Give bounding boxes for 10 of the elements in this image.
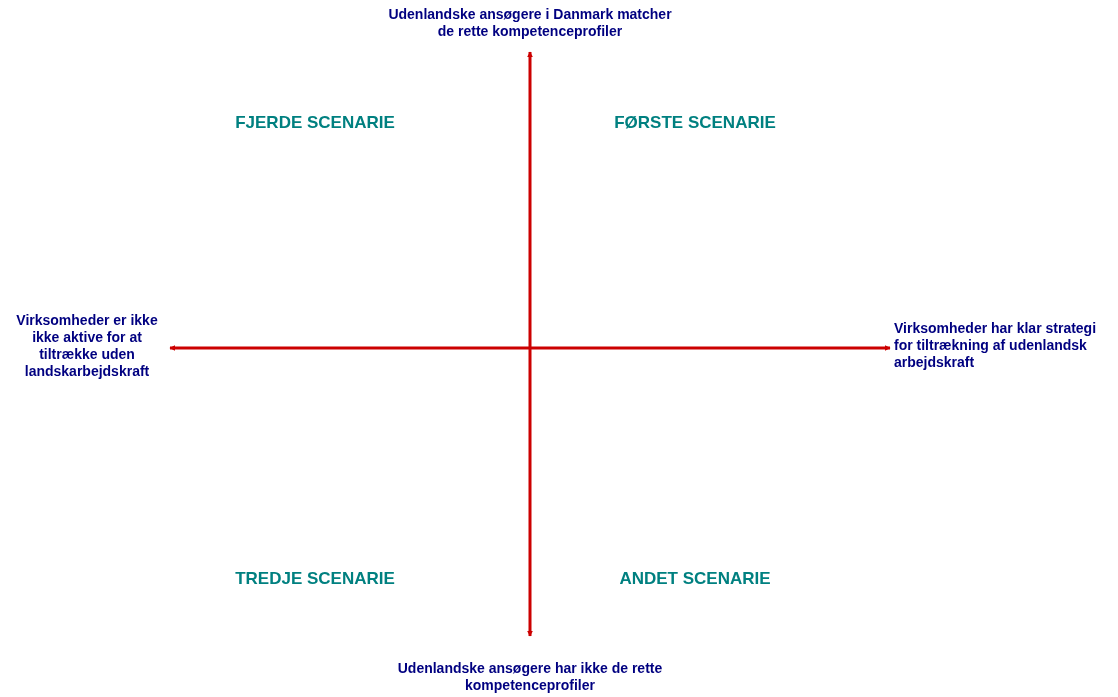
axis-label: Udenlandske ansøgere har ikke de rette kompetenceprofiler [396,660,664,694]
quadrant-label: FJERDE SCENARIE [234,112,396,134]
axis-arrow [169,345,891,351]
quadrant-label: TREDJE SCENARIE [234,568,396,590]
axis-label: Udenlandske ansøgere i Danmark matcher de rette kompetenceprofiler [387,6,673,40]
quadrant-label: ANDET SCENARIE [618,568,772,590]
quadrant-label: FØRSTE SCENARIE [613,112,777,134]
axis-label: Virksomheder har klar strategi for tiltrækning af udenlandsk arbejdskraft [894,320,1098,371]
axis-arrow [527,51,533,637]
axis-label: Virksomheder er ikke ikke aktive for at tiltrække uden landskarbejdskraft [15,312,159,380]
